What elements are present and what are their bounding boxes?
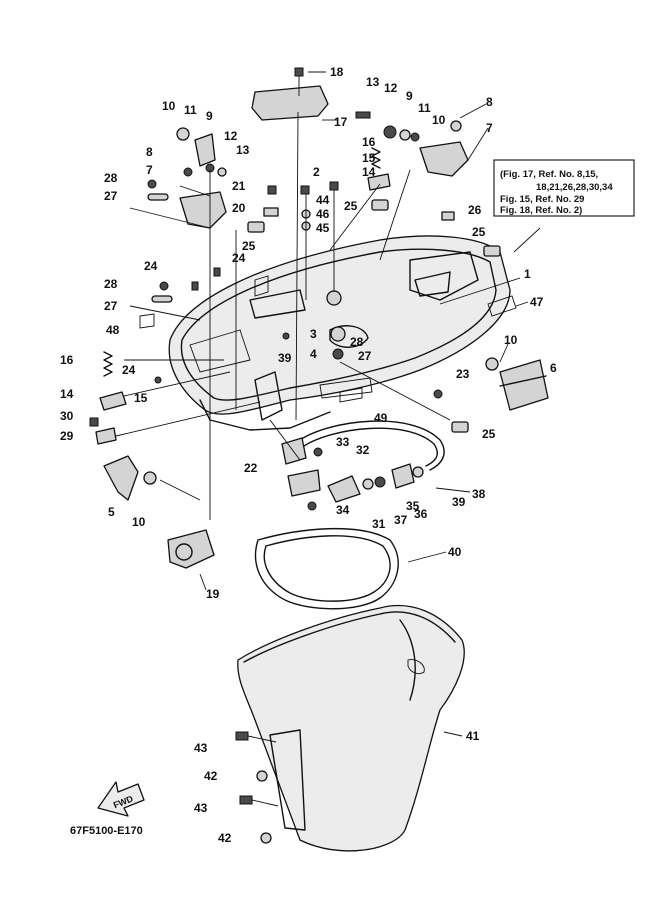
callout-25a: 25	[344, 199, 358, 213]
callout-25d: 25	[482, 427, 496, 441]
callout-25b: 25	[242, 239, 256, 253]
callout-31: 31	[372, 517, 386, 531]
callout-15b: 15	[134, 391, 148, 405]
callout-17: 17	[334, 115, 348, 129]
callout-15a: 15	[362, 151, 376, 165]
callout-7a: 7	[486, 121, 493, 135]
callout-49: 49	[374, 411, 388, 425]
callout-4: 4	[310, 347, 317, 361]
callout-12b: 12	[224, 129, 238, 143]
callout-labels: 1 2 3 4 5 6 7 7 8 8 9 9 10 10 10 10 11 1…	[60, 65, 557, 845]
callout-14a: 14	[362, 165, 376, 179]
callout-36: 36	[414, 507, 428, 521]
callout-8b: 8	[146, 145, 153, 159]
callout-6: 6	[550, 361, 557, 375]
callout-45: 45	[316, 221, 330, 235]
callout-39a: 39	[278, 351, 292, 365]
callout-13a: 13	[366, 75, 380, 89]
callout-7b: 7	[146, 163, 153, 177]
callout-10a: 10	[432, 113, 446, 127]
callout-28b: 28	[104, 277, 118, 291]
callout-14b: 14	[60, 387, 74, 401]
callout-16b: 16	[60, 353, 74, 367]
callout-29: 29	[60, 429, 74, 443]
callout-26: 26	[468, 203, 482, 217]
gasket	[254, 527, 399, 610]
callout-10b: 10	[162, 99, 176, 113]
callout-22: 22	[244, 461, 258, 475]
callout-38: 38	[472, 487, 486, 501]
callout-2: 2	[313, 165, 320, 179]
callout-28c: 28	[350, 335, 364, 349]
callout-28a: 28	[104, 171, 118, 185]
reference-note-line-2: 18,21,26,28,30,34	[536, 182, 613, 193]
callout-32: 32	[356, 443, 370, 457]
callout-43a: 43	[194, 741, 208, 755]
callout-30: 30	[60, 409, 74, 423]
callout-40: 40	[448, 545, 462, 559]
callout-27c: 27	[358, 349, 372, 363]
callout-10d: 10	[132, 515, 146, 529]
callout-18: 18	[330, 65, 344, 79]
callout-9a: 9	[406, 89, 413, 103]
callout-44: 44	[316, 193, 330, 207]
callout-34: 34	[336, 503, 350, 517]
callout-1: 1	[524, 267, 531, 281]
reference-note: (Fig. 17, Ref. No. 8,15, 18,21,26,28,30,…	[493, 159, 635, 217]
callout-42b: 42	[218, 831, 232, 845]
callout-21: 21	[232, 179, 246, 193]
reference-note-line-1: (Fig. 17, Ref. No. 8,15,	[500, 169, 598, 180]
callout-37: 37	[394, 513, 408, 527]
callout-12a: 12	[384, 81, 398, 95]
callout-24b: 24	[232, 251, 246, 265]
forward-arrow: FWD	[97, 781, 145, 817]
callout-19: 19	[206, 587, 220, 601]
callout-27b: 27	[104, 299, 118, 313]
reference-note-line-4: Fig. 18, Ref. No. 2)	[500, 205, 582, 216]
lower-apron	[237, 604, 465, 852]
callout-23: 23	[456, 367, 470, 381]
callout-46: 46	[316, 207, 330, 221]
callout-10c: 10	[504, 333, 518, 347]
callout-39b: 39	[452, 495, 466, 509]
callout-33: 33	[336, 435, 350, 449]
callout-24c: 24	[122, 363, 136, 377]
callout-5: 5	[108, 505, 115, 519]
callout-11a: 11	[418, 101, 431, 115]
callout-20: 20	[232, 201, 246, 215]
callout-48: 48	[106, 323, 120, 337]
callout-25c: 25	[472, 225, 486, 239]
callout-11b: 11	[184, 103, 197, 117]
callout-24a: 24	[144, 259, 158, 273]
callout-13b: 13	[236, 143, 250, 157]
leader-lines	[115, 71, 541, 737]
callout-9b: 9	[206, 109, 213, 123]
callout-41: 41	[466, 729, 480, 743]
callout-8a: 8	[486, 95, 493, 109]
callout-16a: 16	[362, 135, 376, 149]
reference-note-line-3: Fig. 15, Ref. No. 29	[500, 194, 584, 205]
callout-35: 35	[406, 499, 420, 513]
callout-42a: 42	[204, 769, 218, 783]
callout-43b: 43	[194, 801, 208, 815]
bottom-cowling	[168, 235, 511, 431]
callout-3: 3	[310, 327, 317, 341]
callout-47: 47	[530, 295, 544, 309]
drawing-code: 67F5100-E170	[70, 825, 143, 837]
callout-27a: 27	[104, 189, 118, 203]
